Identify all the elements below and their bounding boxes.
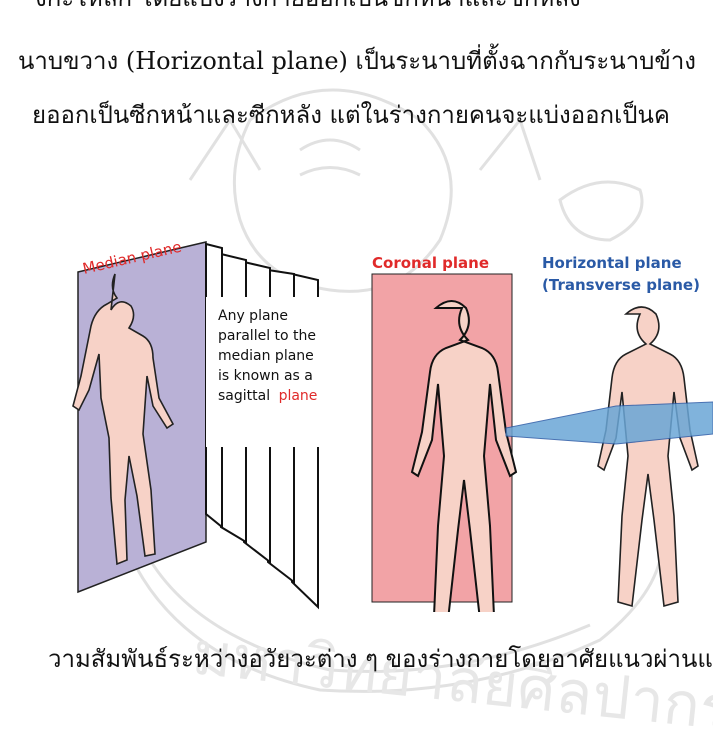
transverse-plane-label: (Transverse plane) — [542, 276, 700, 294]
svg-text:มหาวิทยาลัยศิลปากร: มหาวิทยาลัยศิลปากร — [189, 619, 713, 745]
body-text-line-1: งกะโหลก โดยแบ่งร่างกายออกเป็นซีกหน้าและซ… — [35, 0, 581, 10]
sagittal-note-line-3: median plane — [218, 348, 314, 364]
horizontal-plane-slab — [506, 402, 713, 444]
sagittal-note-line-1: Any plane — [218, 308, 288, 324]
body-text-line-4: วามสัมพันธ์ระหว่างอวัยวะต่าง ๆ ของร่างกา… — [48, 647, 713, 671]
coronal-plane-label: Coronal plane — [372, 254, 489, 272]
sagittal-note-line-4: is known as a — [218, 368, 313, 384]
sagittal-plane-word: plane — [279, 388, 318, 404]
anatomical-planes-figure: Median plane Any plane parallel to the m… — [56, 222, 713, 612]
body-text-line-3: ยออกเป็นซีกหน้าและซีกหลัง แต่ในร่างกายคน… — [32, 103, 670, 127]
body-text-line-2: นาบขวาง (Horizontal plane) เป็นระนาบที่ต… — [18, 49, 696, 73]
horizontal-body-figure — [598, 307, 698, 606]
sagittal-word: sagittal — [218, 388, 270, 404]
horizontal-plane-label: Horizontal plane — [542, 254, 682, 272]
sagittal-note-line-5: sagittal plane — [218, 388, 317, 404]
sagittal-note-line-2: parallel to the — [218, 328, 316, 344]
